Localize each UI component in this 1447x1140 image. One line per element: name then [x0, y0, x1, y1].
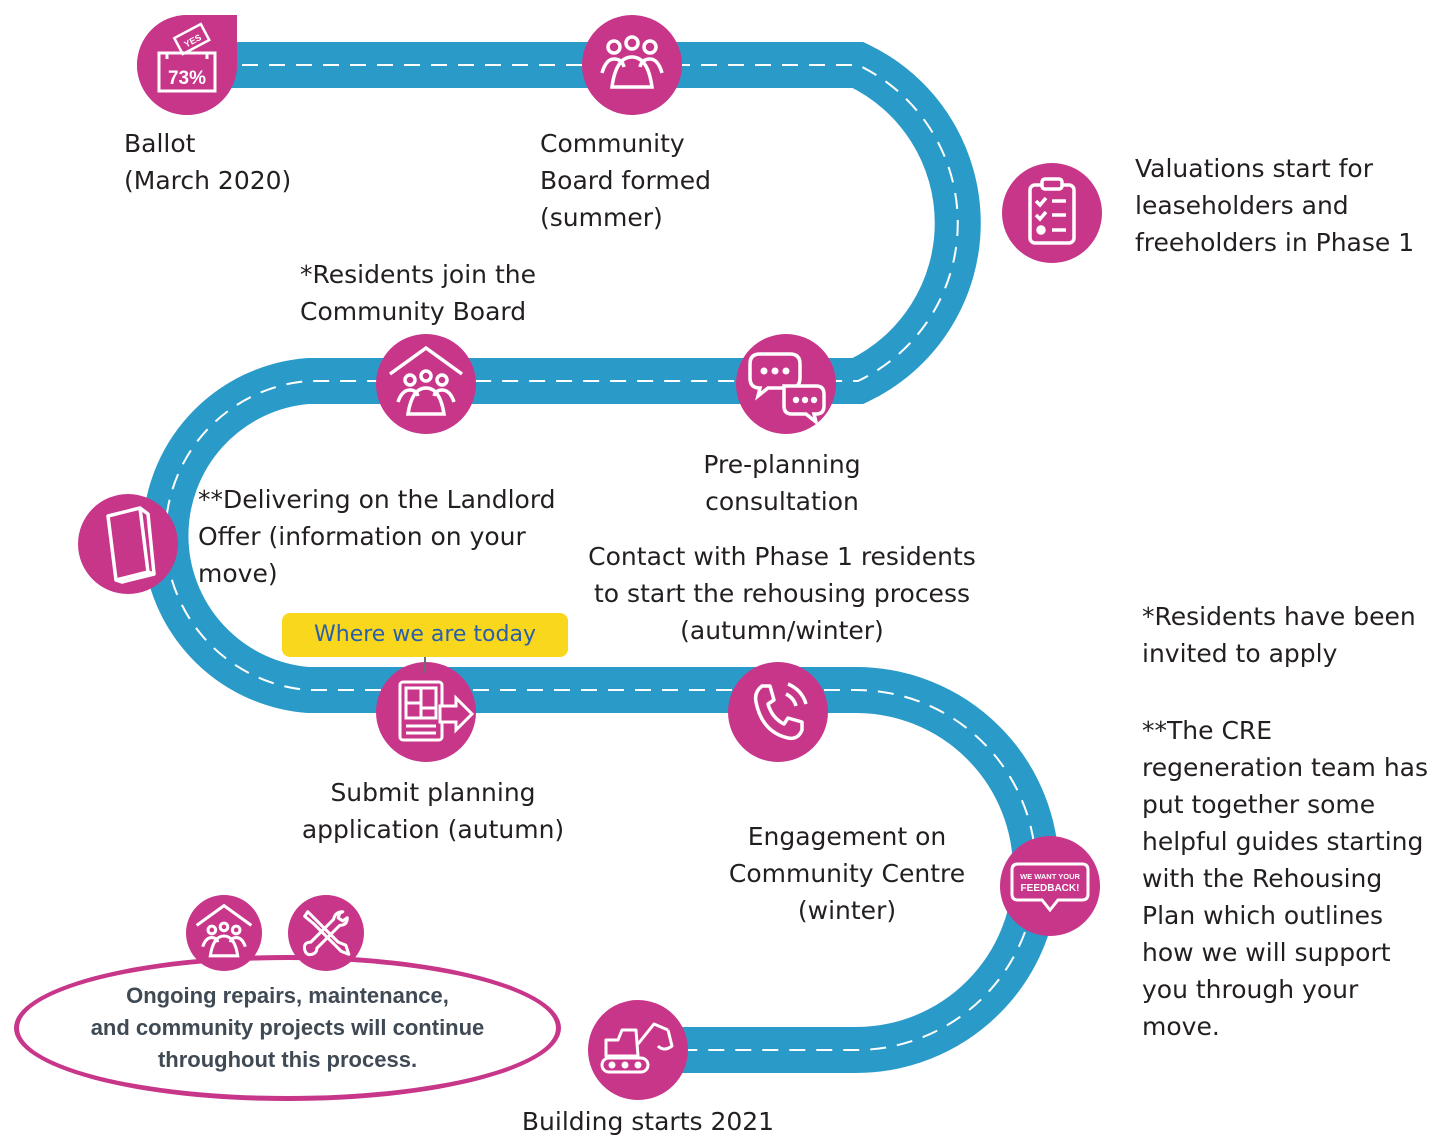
feedback-sign-line1: WE WANT YOUR [1020, 872, 1080, 881]
submit-planning-milestone [376, 662, 476, 762]
pre-planning-milestone [736, 334, 836, 434]
phone-icon [753, 682, 808, 741]
building-starts-label: Building starts 2021 [521, 1107, 775, 1136]
people-group-icon [600, 35, 664, 89]
community-board-milestone [582, 15, 682, 115]
engagement-milestone: WE WANT YOUR FEEDBACK! [1000, 836, 1100, 936]
ongoing-text: Ongoing repairs, maintenance,and communi… [90, 983, 485, 1072]
house-people-icon [195, 903, 253, 958]
ballot-label: Ballot(March 2020) [124, 129, 292, 195]
clipboard-checklist-icon [1028, 177, 1076, 245]
planning-document-icon [398, 680, 475, 742]
valuations-milestone [1002, 163, 1102, 263]
chat-bubbles-icon [748, 352, 826, 427]
ballot-result-text: 73% [168, 68, 206, 89]
house-people-icon [388, 345, 464, 416]
landlord-offer-milestone [78, 494, 178, 594]
ongoing-oval [14, 955, 561, 1101]
ballot-milestone: YES 73% [137, 15, 237, 115]
feedback-sign-line2: FEEDBACK! [1021, 883, 1080, 894]
ongoing-house-badge [186, 895, 262, 971]
contact-residents-milestone [728, 662, 828, 762]
tools-icon [302, 910, 351, 957]
feedback-sign-icon: WE WANT YOUR FEEDBACK! [1010, 862, 1090, 913]
residents-join-milestone [376, 334, 476, 434]
today-marker-pin [424, 657, 426, 673]
booklet-icon [106, 506, 156, 584]
ongoing-tools-badge [288, 895, 364, 971]
ballot-box-icon: YES 73% [157, 22, 217, 93]
building-starts-milestone [588, 1000, 688, 1100]
today-marker: Where we are today [282, 613, 568, 657]
excavator-icon [600, 1022, 674, 1074]
